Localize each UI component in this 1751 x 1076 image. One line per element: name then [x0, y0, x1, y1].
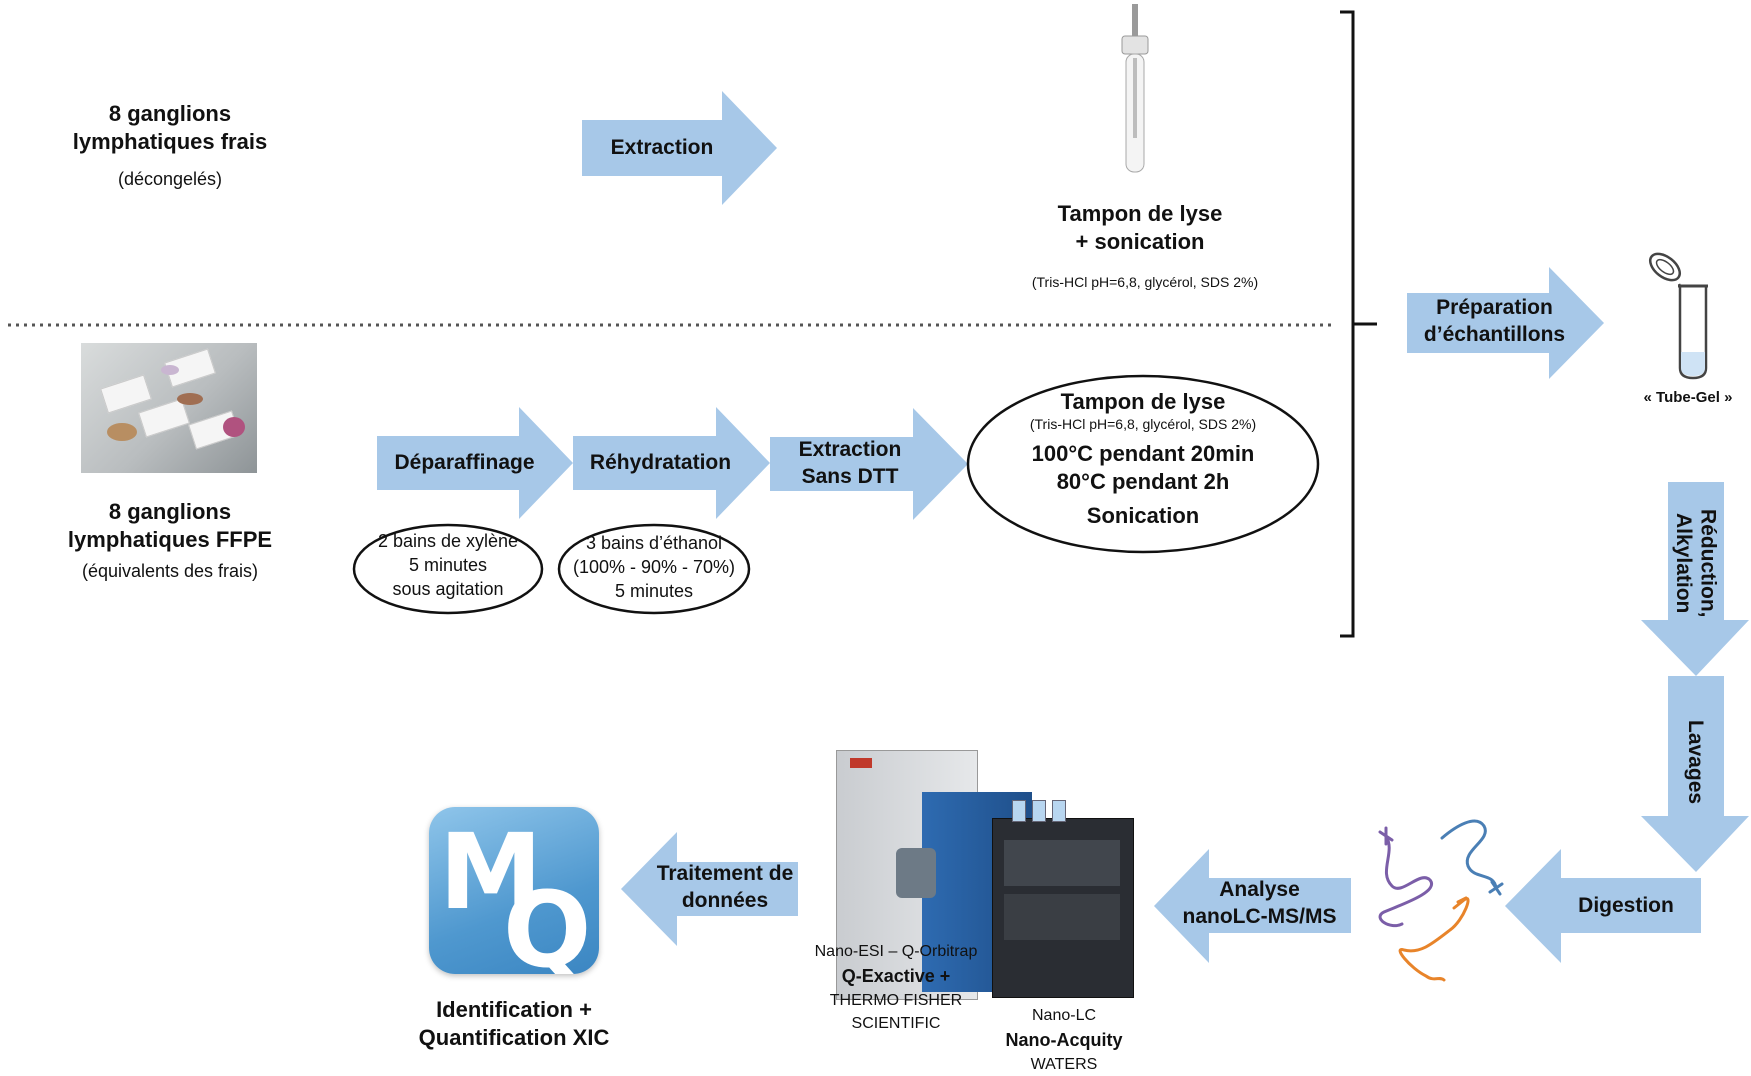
maxquant-logo-q: Q: [503, 869, 592, 974]
ffpe-sample-note: (équivalents des frais): [81, 561, 259, 581]
lysis-fresh-detail: (Tris-HCl pH=6,8, glycérol, SDS 2%): [1031, 274, 1259, 290]
lc-instrument-caption: Nano-LC Nano-Acquity WATERS: [1005, 1007, 1123, 1074]
ion-source: [896, 848, 936, 898]
xylene-text: 2 bains de xylène 5 minutes sous agitati…: [377, 531, 519, 599]
extraction-sans-dtt-label: Extraction Sans DTT: [798, 438, 902, 489]
lysis-tube-icon: [1121, 4, 1149, 173]
maxquant-logo-m: M: [439, 811, 543, 933]
arrow-rehydratation: [573, 407, 770, 519]
maxquant-logo: M Q: [429, 807, 599, 974]
reduction-alkylation-label: Réduction,Alkylation: [1672, 508, 1720, 618]
arrow-deparaffinage: [377, 407, 573, 519]
arrow-reduction-alkylation: [1641, 482, 1749, 676]
glass-slide: [100, 374, 152, 414]
lysis-ffpe-ellipse: [966, 374, 1320, 554]
ms-instrument-caption: Nano-ESI – Q-Orbitrap Q-Exactive + THERM…: [814, 943, 978, 1033]
ethanol-ellipse: [557, 523, 751, 615]
lc-ms-instrument-picture: [836, 748, 1134, 1000]
ffpe-sample-label: 8 ganglions lymphatiques FFPE: [67, 499, 273, 553]
fresh-sample-note: (décongelés): [117, 169, 223, 189]
lavages-label: Lavages: [1684, 719, 1708, 805]
tube-gel-icon: [1649, 252, 1708, 380]
arrow-traitement: [621, 832, 798, 946]
glass-slide: [138, 398, 190, 438]
arrow-extraction-sans-dtt: [770, 408, 968, 520]
tube-gel-label: « Tube-Gel »: [1643, 389, 1733, 406]
arrow-lavages: [1641, 676, 1749, 872]
deparaffinage-label: Déparaffinage: [394, 451, 535, 474]
ffpe-slides-photo: [81, 343, 257, 473]
analyse-label: Analyse nanoLC-MS/MS: [1182, 878, 1337, 929]
tissue-sample: [107, 423, 137, 441]
fresh-sample-label: 8 ganglions lymphatiques frais: [72, 101, 268, 155]
arrow-extraction: [582, 91, 777, 205]
tissue-sample: [177, 393, 203, 405]
arrow-preparation: [1407, 267, 1604, 379]
peptides-icon: [1378, 819, 1504, 982]
lc-module: [1004, 894, 1120, 940]
xylene-ellipse: [352, 523, 544, 615]
arrow-analyse: [1154, 849, 1351, 963]
ethanol-text: 3 bains d’éthanol (100% - 90% - 70%) 5 m…: [572, 533, 736, 601]
lysis-ffpe-text: Tampon de lyse (Tris-HCl pH=6,8, glycéro…: [1029, 389, 1257, 529]
merge-bracket: [1340, 10, 1377, 638]
tissue-sample: [223, 417, 245, 437]
solvent-bottle: [1052, 800, 1066, 822]
traitement-label: Traitement de données: [656, 862, 794, 913]
tissue-sample: [161, 365, 179, 375]
solvent-bottle: [1012, 800, 1026, 822]
solvent-bottle: [1032, 800, 1046, 822]
lysis-fresh-label: Tampon de lyse + sonication: [1057, 201, 1223, 255]
final-result-label: Identification + Quantification XIC: [418, 997, 610, 1051]
extraction-label: Extraction: [610, 136, 714, 159]
digestion-label: Digestion: [1578, 894, 1674, 917]
thermo-logo: [850, 758, 872, 768]
lc-module: [1004, 840, 1120, 886]
preparation-label: Préparation d’échantillons: [1423, 296, 1566, 347]
arrow-digestion: [1505, 849, 1701, 963]
rehydratation-label: Réhydratation: [589, 451, 732, 474]
